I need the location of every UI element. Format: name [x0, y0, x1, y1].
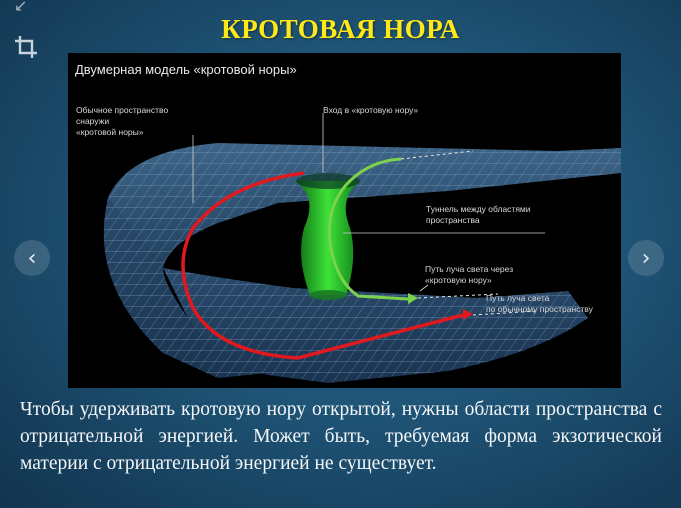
next-slide-button[interactable]: ›: [628, 240, 664, 276]
green-light-path: [327, 157, 409, 301]
label-light-through: Путь луча света через «кротовую нору»: [425, 264, 514, 285]
chevron-right-icon: ›: [641, 245, 651, 271]
label-entrance: Вход в «кротовую нору»: [323, 105, 419, 115]
wormhole-figure: Двумерная модель «кротовой норы» Обычное…: [68, 53, 621, 388]
wormhole-tunnel: [296, 181, 360, 295]
label-light-normal: Путь луча света по обычному пространству: [486, 293, 593, 314]
label-outer-space: Обычное пространство снаружи «кротовой н…: [76, 105, 169, 137]
slide-caption: Чтобы удерживать кротовую нору открытой,…: [20, 399, 662, 474]
expand-icon[interactable]: ↙: [14, 0, 28, 15]
figure-title: Двумерная модель «кротовой норы»: [75, 62, 297, 77]
label-tunnel: Туннель между областями пространства: [426, 204, 531, 225]
wormhole-illustration: [103, 113, 621, 383]
previous-slide-button[interactable]: ‹: [14, 240, 50, 276]
slide-title: КРОТОВАЯ НОРА: [221, 14, 460, 44]
red-light-path: [181, 171, 464, 360]
chevron-left-icon: ‹: [27, 245, 37, 271]
crop-icon[interactable]: [13, 34, 39, 60]
